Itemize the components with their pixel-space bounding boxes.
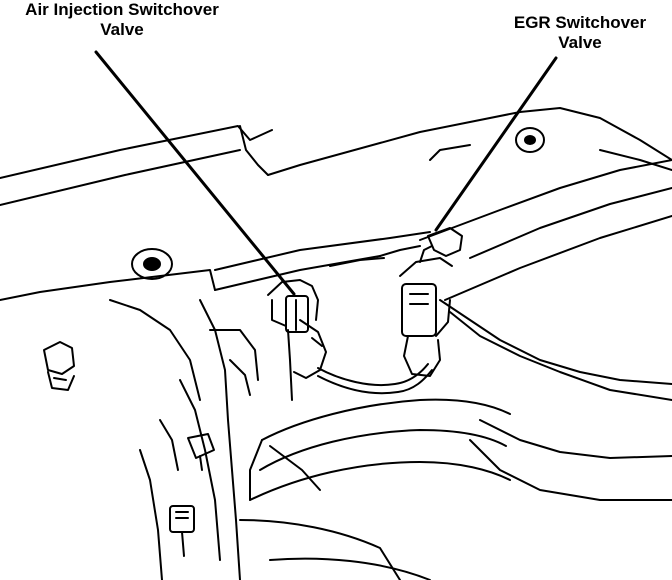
bolt-hole-right bbox=[515, 127, 545, 153]
egr-valve-label-line2: Valve bbox=[558, 33, 602, 52]
left-connector-lower bbox=[169, 505, 195, 557]
cowl-panel bbox=[0, 107, 672, 301]
leader-line-air-injection bbox=[94, 50, 296, 296]
leader-line-egr bbox=[434, 56, 558, 232]
air-injection-valve-label-line2: Valve bbox=[100, 20, 144, 39]
bolt-hole-left bbox=[131, 248, 173, 280]
air-injection-valve-label-line1: Air Injection Switchover bbox=[25, 0, 219, 19]
vacuum-hose bbox=[317, 363, 433, 395]
air-injection-valve-label: Air Injection Switchover Valve bbox=[4, 0, 240, 40]
egr-valve-label-line1: EGR Switchover bbox=[513, 13, 647, 32]
left-connector-upper bbox=[187, 433, 215, 471]
egr-valve-label: EGR Switchover Valve bbox=[492, 13, 668, 53]
air-injection-switchover-valve bbox=[267, 279, 327, 401]
hex-nut-left bbox=[43, 341, 75, 391]
egr-switchover-valve bbox=[399, 227, 463, 377]
fender-structure bbox=[109, 299, 259, 580]
wiring-harness bbox=[329, 245, 672, 501]
air-intake-hose bbox=[239, 398, 511, 580]
